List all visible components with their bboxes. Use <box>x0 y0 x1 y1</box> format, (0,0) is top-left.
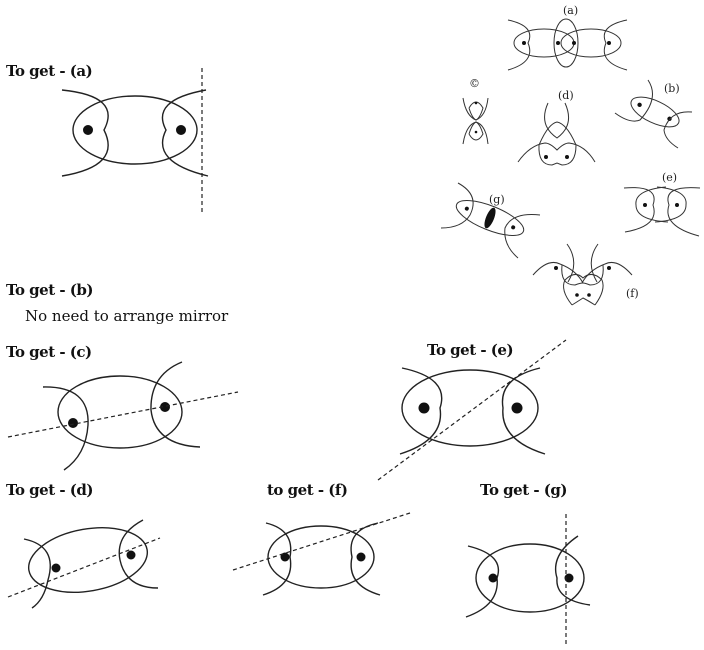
left-dot <box>51 563 61 573</box>
main-oval <box>267 525 375 589</box>
right-dot <box>564 573 574 583</box>
mirror-line <box>7 537 161 598</box>
right-arc <box>118 519 159 589</box>
ref-figure-c <box>462 97 489 145</box>
left-arc <box>61 89 109 177</box>
heading-get-d: To get - (d) <box>6 481 93 499</box>
right-arc <box>501 367 546 455</box>
figure-get-d <box>7 519 161 609</box>
ref-label-a: (a) <box>563 4 578 17</box>
right-dot <box>160 402 170 412</box>
ref-figure-b <box>614 79 693 149</box>
heading-get-g: To get - (g) <box>480 481 567 499</box>
right-dot <box>356 552 366 562</box>
figure-get-g <box>465 514 591 645</box>
right-arc <box>161 89 209 177</box>
main-oval <box>72 95 198 165</box>
ref-label-g: (g) <box>489 193 505 206</box>
right-dot <box>126 550 136 560</box>
left-arc <box>399 367 443 455</box>
ref-label-d: (d) <box>558 89 574 102</box>
left-dot <box>488 573 498 583</box>
reference-panel: (a) © (d) <box>440 4 701 306</box>
main-oval <box>27 527 149 593</box>
ref-label-e: (e) <box>662 171 677 184</box>
left-dot <box>280 552 290 562</box>
figure-get-e <box>377 339 567 481</box>
heading-get-e: To get - (e) <box>427 341 514 359</box>
right-arc <box>554 535 591 606</box>
mirror-line <box>232 512 411 571</box>
ref-label-b: (b) <box>664 82 680 95</box>
left-dot <box>418 402 430 414</box>
ref-figure-g <box>440 182 541 259</box>
ref-figure-e <box>623 186 701 237</box>
note-no-mirror: No need to arrange mirror <box>25 307 229 325</box>
right-arc <box>150 361 201 448</box>
ref-figure-a <box>507 18 628 71</box>
heading-get-c: To get - (c) <box>6 343 92 361</box>
main-oval <box>475 543 585 613</box>
ref-figure-f <box>532 243 633 306</box>
ref-figure-d <box>517 102 596 166</box>
figure-get-c <box>7 361 239 471</box>
right-dot <box>176 125 186 135</box>
ref-label-f: (f) <box>626 287 639 300</box>
left-arc <box>262 522 292 596</box>
left-dot <box>68 418 78 428</box>
figure-get-a <box>61 68 209 212</box>
heading-get-f: to get - (f) <box>267 481 348 499</box>
figure-get-f <box>232 512 411 596</box>
main-oval <box>57 375 183 449</box>
mirror-line <box>7 391 239 438</box>
ref-label-c: © <box>469 77 480 90</box>
heading-get-a: To get - (a) <box>6 62 93 80</box>
left-arc <box>42 386 89 471</box>
heading-get-b: To get - (b) <box>6 281 93 299</box>
left-arc <box>23 538 51 609</box>
right-dot <box>511 402 523 414</box>
left-dot <box>83 125 93 135</box>
main-oval <box>401 369 539 447</box>
